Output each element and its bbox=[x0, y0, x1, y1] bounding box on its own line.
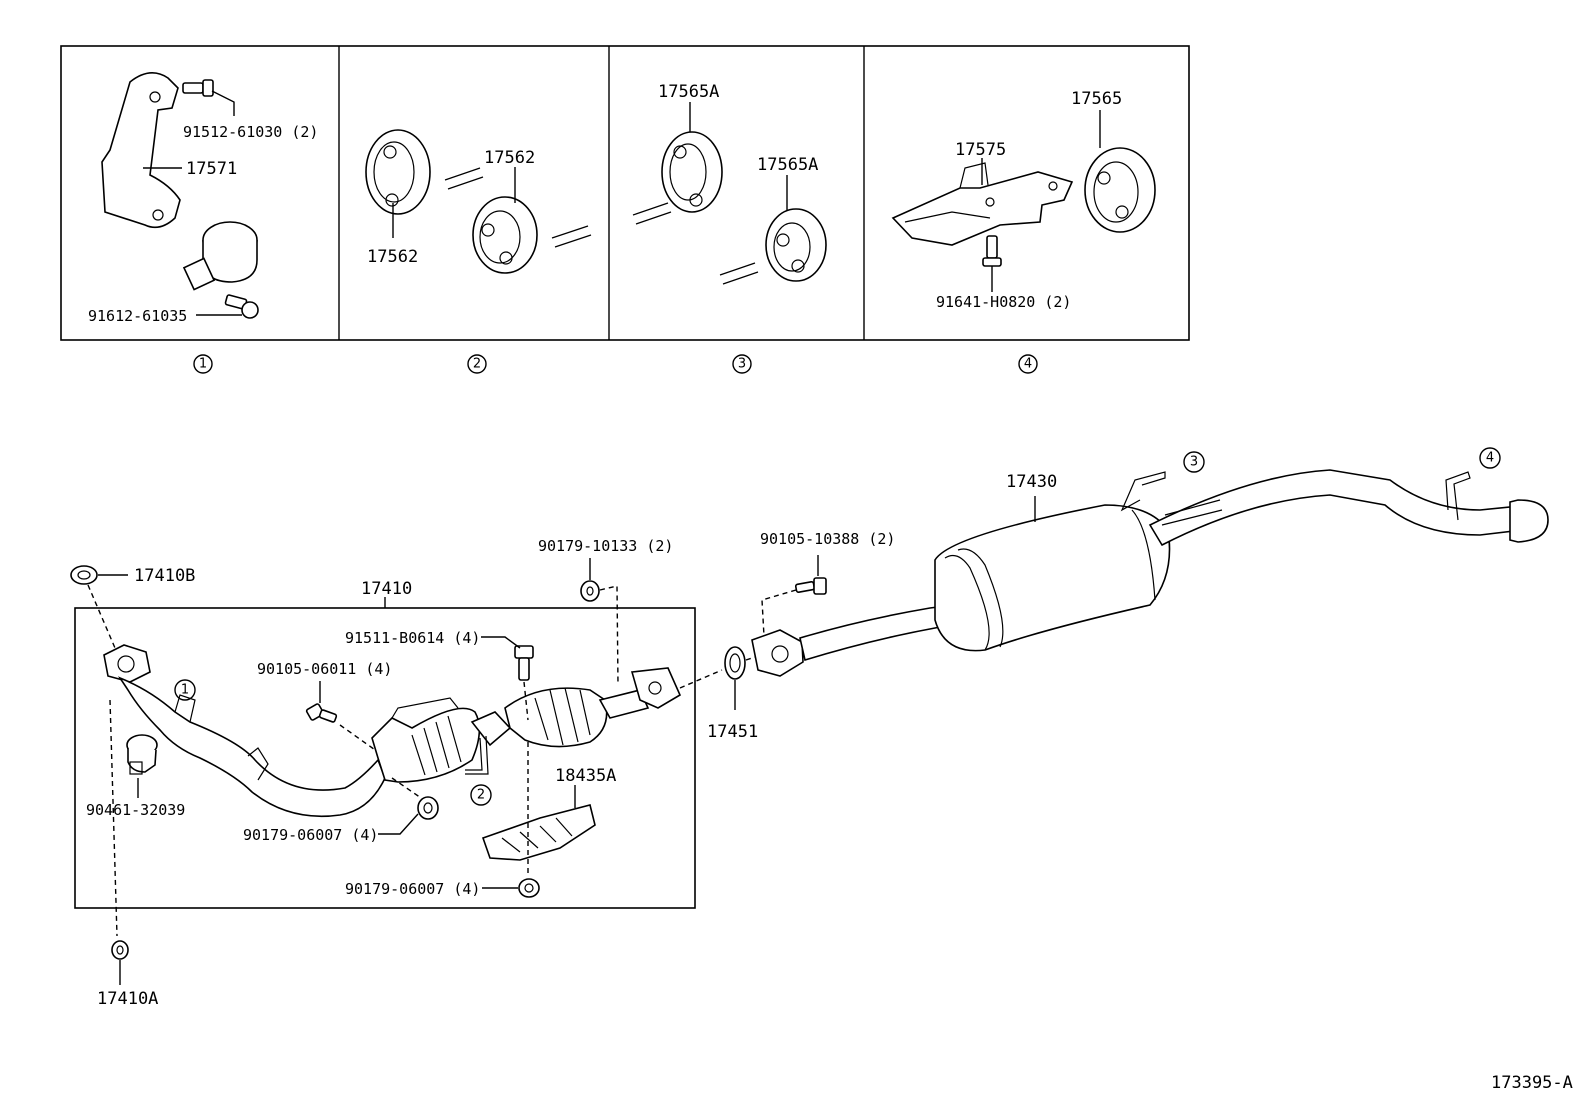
callout-2: 2 bbox=[470, 784, 492, 806]
label-bolt: 91641-H0820 (2) bbox=[936, 293, 1071, 311]
bracket-17571 bbox=[101, 72, 181, 229]
leader bbox=[211, 90, 235, 116]
rubber-hanger-17562-a bbox=[365, 129, 431, 215]
callout-1: 1 bbox=[174, 679, 196, 701]
svg-text:3: 3 bbox=[1190, 455, 1198, 470]
inset-panel bbox=[60, 45, 1190, 341]
label-nut-lower: 90179-06007 (4) bbox=[345, 880, 480, 898]
svg-text:3: 3 bbox=[738, 357, 746, 372]
svg-text:2: 2 bbox=[477, 788, 485, 803]
label-clamp-bolt: 91612-61035 bbox=[88, 307, 187, 325]
label-tail-pipe-assy: 17430 bbox=[1006, 472, 1057, 492]
bolt-91512-61030 bbox=[182, 79, 214, 97]
svg-text:4: 4 bbox=[1486, 451, 1494, 466]
label-bolt-upper: 91511-B0614 (4) bbox=[345, 629, 480, 647]
dashed-guide bbox=[599, 585, 619, 686]
label-gasket-top: 17410B bbox=[134, 566, 195, 586]
dashed-guide bbox=[719, 262, 759, 285]
callout-3: 3 bbox=[1183, 451, 1205, 473]
label-nut-upper: 90179-10133 (2) bbox=[538, 537, 673, 555]
label-hanger: 17565 bbox=[1071, 89, 1122, 109]
label-hanger-top: 17562 bbox=[484, 148, 535, 168]
rubber-hanger-17565a-a bbox=[661, 131, 723, 213]
dashed-guide bbox=[761, 589, 797, 637]
diagram-id: 173395-A bbox=[1491, 1073, 1573, 1093]
label-hanger-top: 17565A bbox=[658, 82, 719, 102]
label-bolt: 91512-61030 (2) bbox=[183, 123, 318, 141]
bolt-90105-10388 bbox=[794, 577, 827, 595]
label-heat-insulator: 18435A bbox=[555, 766, 616, 786]
nut-90179-06007-front bbox=[417, 796, 439, 820]
bolt-91612-61035 bbox=[224, 294, 259, 319]
label-clamp: 90461-32039 bbox=[86, 801, 185, 819]
clamp-part bbox=[182, 221, 258, 291]
front-catalytic-converter bbox=[371, 697, 481, 783]
dashed-guide bbox=[551, 225, 592, 248]
rear-catalytic-converter bbox=[470, 667, 682, 748]
label-gasket-mid: 17451 bbox=[707, 722, 758, 742]
inset-number-2: 2 bbox=[467, 354, 487, 374]
dashed-guide bbox=[632, 202, 672, 225]
svg-text:1: 1 bbox=[181, 683, 189, 698]
bolt-91641-h0820 bbox=[982, 235, 1002, 267]
nut-90179-06007-lower bbox=[518, 878, 540, 898]
leader bbox=[378, 813, 419, 835]
inset-1: 91512-61030 (2) 17571 91612-61035 bbox=[88, 72, 318, 325]
rubber-hanger-17565a-b bbox=[765, 208, 827, 282]
dashed-guide bbox=[444, 167, 484, 190]
nut-17410a bbox=[111, 940, 129, 960]
rubber-hanger-17565 bbox=[1084, 147, 1156, 233]
inset-frame bbox=[60, 45, 1190, 341]
callout-4: 4 bbox=[1479, 447, 1501, 469]
svg-text:4: 4 bbox=[1024, 357, 1032, 372]
label-bracket: 17571 bbox=[186, 159, 237, 179]
leader bbox=[481, 636, 521, 649]
label-bracket: 17575 bbox=[955, 140, 1006, 160]
bolt-90105-06011 bbox=[305, 703, 338, 723]
dashed-guide bbox=[679, 669, 723, 689]
inset-number-4: 4 bbox=[1018, 354, 1038, 374]
label-bolt-tail: 90105-10388 (2) bbox=[760, 530, 895, 548]
svg-text:2: 2 bbox=[473, 357, 481, 372]
inset-4: 17575 91641-H0820 (2) 17565 bbox=[891, 89, 1156, 311]
pipe-hanger-rod bbox=[465, 735, 489, 775]
dashed-guide bbox=[339, 724, 379, 753]
bracket-hole bbox=[149, 91, 161, 103]
label-nut-bottom: 17410A bbox=[97, 989, 158, 1009]
label-bolt-front: 90105-06011 (4) bbox=[257, 660, 392, 678]
label-hanger-bottom: 17562 bbox=[367, 247, 418, 267]
inset-number-3: 3 bbox=[732, 354, 752, 374]
dashed-guide bbox=[87, 584, 119, 656]
inset-number-1: 1 bbox=[193, 354, 213, 374]
gasket-17451 bbox=[724, 646, 746, 680]
dashed-guide bbox=[391, 777, 425, 801]
tail-pipe-muffler-17430 bbox=[751, 469, 1549, 677]
dashed-guide bbox=[109, 699, 118, 937]
front-pipe bbox=[103, 644, 386, 818]
rubber-hanger-17562-b bbox=[472, 196, 538, 274]
heat-insulator-18435a bbox=[481, 804, 596, 861]
bracket-17575 bbox=[891, 162, 1074, 246]
inset-3: 17565A 17565A bbox=[632, 82, 827, 285]
label-front-pipe-assy: 17410 bbox=[361, 579, 412, 599]
label-nut-front: 90179-06007 (4) bbox=[243, 826, 378, 844]
dashed-guide bbox=[523, 681, 529, 721]
gasket-17410b bbox=[70, 565, 98, 585]
bolt-91511-b0614 bbox=[514, 645, 534, 681]
svg-text:1: 1 bbox=[199, 357, 207, 372]
bracket-hole bbox=[152, 209, 164, 221]
nut-90179-10133 bbox=[580, 580, 600, 602]
label-hanger-right: 17565A bbox=[757, 155, 818, 175]
inset-2: 17562 17562 bbox=[365, 129, 592, 274]
clamp-90461-32039 bbox=[126, 734, 158, 775]
